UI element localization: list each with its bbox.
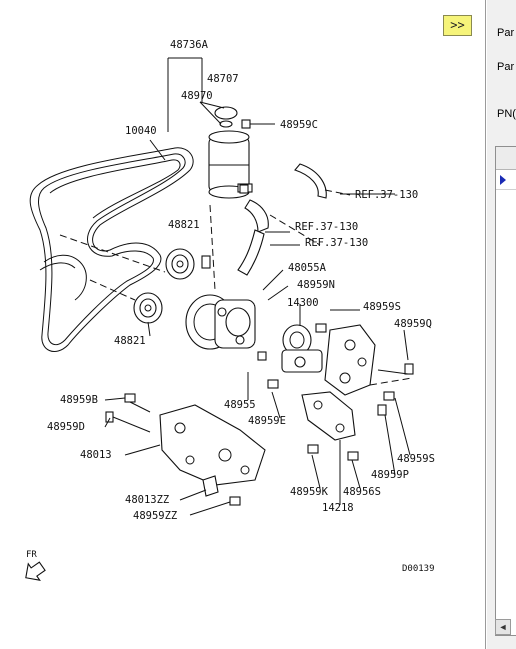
callout-14300: 14300 — [287, 297, 319, 309]
callout-14218: 14218 — [322, 502, 354, 514]
callout-48821-lower: 48821 — [114, 335, 146, 347]
pnc-label: PN( — [497, 108, 516, 120]
next-page-button[interactable]: >> — [443, 15, 472, 36]
guide-lines — [59, 189, 413, 386]
callout-48959N: 48959N — [297, 279, 335, 291]
callout-48959Q: 48959Q — [394, 318, 432, 330]
grid-row-selected[interactable] — [496, 171, 516, 190]
bolts[interactable] — [105, 184, 414, 506]
figure-code: D00139 — [402, 564, 435, 574]
parts-info-panel: Par Par PN( ◄ — [487, 0, 516, 649]
callout-48055A: 48055A — [288, 262, 327, 274]
bracket-right[interactable] — [324, 324, 376, 396]
belt-tensioner[interactable] — [281, 324, 323, 373]
part-field-label-1: Par — [497, 27, 515, 39]
callout-ref-37-130-b: REF.37-130 — [295, 221, 358, 233]
callout-48956S: 48956S — [343, 486, 381, 498]
callout-48959E: 48959E — [248, 415, 286, 427]
bracket-48013[interactable] — [159, 404, 266, 497]
idler-pulley-lower[interactable] — [133, 292, 163, 324]
parts-grid[interactable] — [495, 146, 516, 636]
callout-48821-upper: 48821 — [168, 219, 200, 231]
callout-48959S-b: 48959S — [397, 453, 435, 465]
callout-ref-37-130-c: REF.37-130 — [305, 237, 368, 249]
idler-pulley-upper[interactable] — [165, 248, 195, 280]
callout-48959S-a: 48959S — [363, 301, 401, 313]
callout-48959P: 48959P — [371, 469, 409, 481]
callout-10040: 10040 — [125, 125, 157, 137]
power-steering-pump[interactable] — [185, 294, 256, 350]
callout-48707: 48707 — [207, 73, 239, 85]
row-pointer-icon — [500, 175, 506, 185]
callout-48013ZZ: 48013ZZ — [125, 494, 169, 506]
callout-48959B: 48959B — [60, 394, 98, 406]
callout-48959D: 48959D — [47, 421, 85, 433]
parts-diagram: 48736A 48707 48970 48959C 10040 REF.37-1… — [25, 39, 435, 581]
callout-labels: 48736A 48707 48970 48959C 10040 REF.37-1… — [47, 39, 435, 522]
callout-48736A: 48736A — [170, 39, 209, 51]
parts-diagram-pane: 48736A 48707 48970 48959C 10040 REF.37-1… — [25, 0, 486, 649]
grid-header — [496, 147, 516, 170]
callout-48955: 48955 — [224, 399, 256, 411]
bracket-14218[interactable] — [301, 391, 356, 441]
callout-48970: 48970 — [181, 90, 213, 102]
part-field-label-2: Par — [497, 61, 515, 73]
callout-48959K: 48959K — [290, 486, 329, 498]
callout-48959C: 48959C — [280, 119, 318, 131]
front-arrow-icon: FR — [25, 550, 46, 581]
leader-lines — [104, 57, 411, 516]
callout-48013: 48013 — [80, 449, 112, 461]
reservoir-tank[interactable] — [208, 106, 253, 199]
front-marker: FR — [26, 550, 37, 560]
callout-48959ZZ: 48959ZZ — [133, 510, 177, 522]
scroll-left-button[interactable]: ◄ — [495, 619, 511, 635]
hoses[interactable] — [237, 163, 327, 276]
serpentine-belt[interactable] — [29, 147, 194, 353]
callout-ref-37-130-a: REF.37-130 — [355, 189, 418, 201]
